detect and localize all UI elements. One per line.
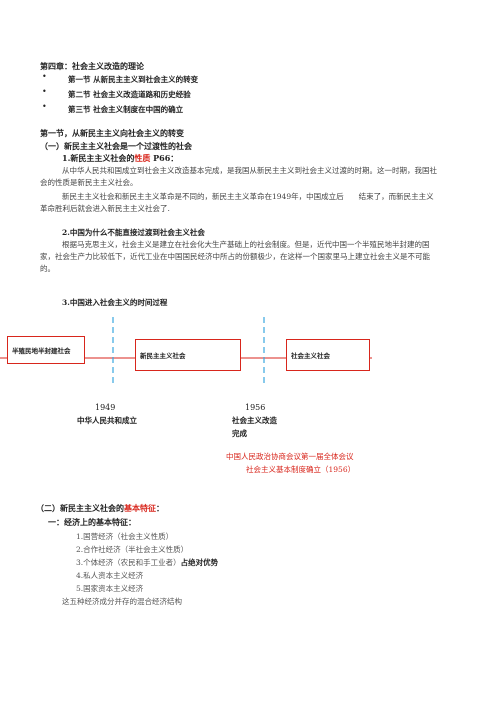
section1-heading: 第一节，从新民主主义向社会主义的转变	[40, 128, 184, 138]
subsection-1-heading: （一）新民主主义社会是一个过渡性的社会	[40, 141, 192, 151]
point-2-heading: 2.中国为什么不能直接过渡到社会主义社会	[62, 228, 205, 237]
section2-highlight: 基本特征	[124, 503, 156, 513]
point-1-highlight: 性质	[134, 153, 151, 163]
economy-item-3-emphasis: 占绝对优势	[180, 558, 219, 567]
bullet-icon: •	[42, 87, 47, 96]
section-item-3: 第三节 社会主义制度在中国的确立	[68, 105, 184, 114]
point-1-prefix: 1.新民主主义社会的	[62, 153, 135, 163]
section2-suffix: ：	[156, 503, 164, 513]
event-label-1956-b: 完成	[232, 429, 247, 438]
event-label-1949: 中华人民共和成立	[77, 416, 137, 425]
bullet-icon: •	[42, 72, 47, 81]
year-1956: 1956	[245, 403, 266, 412]
period-box-new-democratic: 新民主主义社会	[135, 339, 241, 371]
economic-features-heading: 一：经济上的基本特征：	[48, 517, 136, 527]
period-box-semicolonial: 半殖民地半封建社会	[7, 336, 85, 364]
economy-item-5: 5.国家资本主义经济	[76, 584, 144, 593]
section2-prefix: （二）新民主主义社会的	[36, 503, 124, 513]
red-note-1: 中国人民政治协商会议第一届全体会议	[226, 452, 354, 461]
period-box-socialist: 社会主义社会	[286, 339, 370, 371]
year-1949: 1949	[95, 403, 116, 412]
chapter-title: 第四章：社会主义改造的理论	[40, 61, 144, 71]
section2-heading: （二）新民主主义社会的基本特征：	[36, 503, 164, 514]
section-item-2: 第二节 社会主义改造道路和历史经验	[68, 90, 191, 99]
economy-item-2: 2.合作社经济（半社会主义性质）	[76, 545, 189, 554]
event-label-1956-a: 社会主义改造	[232, 416, 277, 425]
point-1-heading: 1.新民主主义社会的性质 P66：	[62, 153, 178, 164]
paragraph-1: 从中华人民共和国成立到社会主义改造基本完成，是我国从新民主主义到社会主义过渡的时…	[40, 166, 437, 187]
economy-item-3-text: 3.个体经济（农民和手工业者）	[76, 558, 181, 567]
section-item-1: 第一节 从新民主主义到社会主义的转变	[68, 75, 199, 84]
paragraph-3: 根据马克思主义，社会主义是建立在社会化大生产基础上的社会制度。但是，近代中国一个…	[40, 240, 430, 273]
economy-item-3: 3.个体经济（农民和手工业者）占绝对优势	[76, 557, 218, 568]
red-note-2: 社会主义基本制度确立（1956）	[246, 465, 356, 474]
paragraph-2: 新民主主义社会和新民主主义革命是不同的，新民主主义革命在1949年，中国成立后 …	[40, 192, 434, 213]
point-1-suffix: P66：	[150, 153, 179, 163]
economy-summary: 这五种经济成分并存的混合经济结构	[62, 597, 182, 606]
point-3-heading: 3.中国进入社会主义的时间过程	[62, 298, 168, 307]
bullet-icon: •	[42, 102, 47, 111]
economy-item-4: 4.私人资本主义经济	[76, 571, 144, 580]
economy-item-1: 1.国营经济（社会主义性质）	[76, 532, 174, 541]
